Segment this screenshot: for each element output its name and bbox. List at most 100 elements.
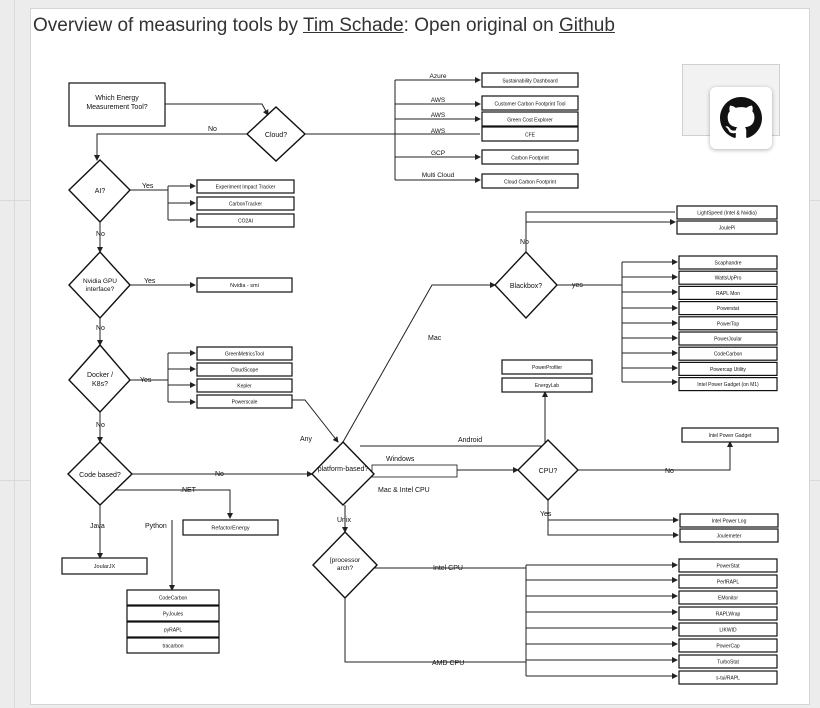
tool-box (676, 205, 778, 220)
tool-label: PerfRAPL (717, 580, 739, 586)
decision-cpu: CPU? (517, 439, 579, 501)
edge-label: Python (145, 523, 167, 530)
tool-box (196, 213, 295, 228)
tool-box (678, 377, 778, 392)
tool-label: PowerProfiler (532, 365, 562, 371)
tool-box (61, 557, 148, 575)
tool-label: Powercap Utility (710, 367, 746, 373)
title-prefix: Overview of measuring tools by (33, 15, 303, 36)
tool-label: Kepler (237, 384, 252, 390)
tool-box (678, 361, 778, 376)
tool-box (481, 72, 579, 88)
tool-label: RefactorEnergy (211, 526, 249, 532)
tool-label: CarbonTracker (229, 202, 262, 208)
decision-code: Code based? (67, 441, 133, 506)
page-title: Overview of measuring tools by Tim Schad… (33, 15, 615, 37)
tool-label: WattsUpPro (715, 276, 742, 282)
tool-box (196, 346, 293, 361)
tool-box (678, 331, 778, 346)
tool-box (678, 558, 778, 573)
intel-tools: PowerStatPerfRAPLEMonitorRAPLWrapLIKWIDP… (678, 558, 778, 685)
tool-label: CO2AI (238, 219, 253, 225)
tool-label: Intel Power Log (712, 519, 747, 525)
tool-label: Intel Power Gadget (709, 433, 752, 439)
github-link[interactable]: Github (558, 15, 615, 36)
tool-label: EnergyLab (535, 383, 559, 389)
tool-box (196, 362, 293, 377)
edge-label: No (215, 471, 224, 478)
tool-label: tracarbon (162, 644, 183, 650)
tool-label: Carbon Footprint (511, 156, 549, 162)
decision-label: Cloud? (265, 132, 287, 139)
tool-box (196, 277, 293, 293)
tool-box (126, 605, 220, 622)
tool-box (678, 670, 778, 685)
tool-label: Nvidia - smi (230, 283, 259, 289)
cloud-provider-label: Multi Cloud (422, 172, 455, 179)
net-tools: RefactorEnergy (182, 519, 279, 536)
tool-label: CodeCarbon (159, 596, 188, 602)
edge-label: Windows (386, 456, 415, 463)
tool-box (678, 654, 778, 669)
tool-label: RAPLWrap (716, 612, 741, 618)
decision-docker: Docker /K8s? (68, 343, 131, 414)
title-mid: : Open original on (403, 15, 559, 36)
tool-label: EMonitor (718, 596, 738, 602)
tool-label: PyJoules (163, 612, 184, 618)
tool-box (681, 427, 779, 443)
java-tools: JoularJX (61, 557, 148, 575)
edge-label: Yes (140, 377, 152, 384)
tool-box (196, 179, 295, 194)
tool-box (678, 638, 778, 653)
tool-label: TurboStat (717, 660, 739, 666)
edge-label: Yes (142, 183, 154, 190)
ai-tools: Experiment Impact TrackerCarbonTrackerCO… (196, 179, 295, 228)
edge-labels: No Yes No Yes No Yes No No .NET Java Pyt… (90, 126, 674, 667)
tool-label: Powerstat (717, 306, 740, 312)
tool-label: RAPL Mon (716, 291, 740, 297)
tool-label: LIKWID (719, 628, 737, 634)
tool-box (196, 196, 295, 211)
edge-label: .NET (180, 487, 197, 494)
tool-label: PowerStat (716, 564, 740, 570)
tool-box (182, 519, 279, 536)
edge-label: Mac (428, 335, 442, 342)
tool-box (679, 513, 779, 528)
tool-label: CloudScope (231, 368, 258, 374)
tool-label: Powerscale (232, 400, 258, 406)
tool-label: Cloud Carbon Footprint (504, 180, 557, 186)
cloud-provider-label: Azure (430, 73, 447, 80)
tool-box (678, 255, 778, 270)
edge-label: Android (458, 437, 482, 444)
edge-label: Unix (337, 517, 352, 524)
decision-ai: AI? (68, 159, 131, 224)
tool-box (126, 637, 220, 654)
decision-label: Docker /K8s? (87, 372, 113, 388)
docker-tools: GreenMetricsToolCloudScopeKeplerPowersca… (196, 346, 293, 409)
edge-label: Intel CPU (433, 565, 463, 572)
tool-label: Intel Power Gadget (on M1) (697, 382, 759, 388)
github-button[interactable] (710, 87, 772, 149)
tool-box (676, 220, 778, 235)
tool-box (679, 528, 779, 543)
decision-label: CPU? (539, 468, 558, 475)
start-node (68, 82, 166, 127)
tool-label: pyRAPL (164, 628, 183, 634)
cloud-provider-label: AWS (431, 97, 446, 104)
tool-label: JoularJX (94, 564, 116, 570)
decision-blackbox: Blackbox? (494, 250, 558, 320)
edge-label: AMD CPU (432, 660, 464, 667)
author-link[interactable]: Tim Schade (303, 15, 404, 36)
decision-label: platform-based? (318, 466, 369, 473)
tool-box (481, 111, 579, 127)
tool-box (678, 590, 778, 605)
cloud-provider-label: GCP (431, 150, 445, 157)
